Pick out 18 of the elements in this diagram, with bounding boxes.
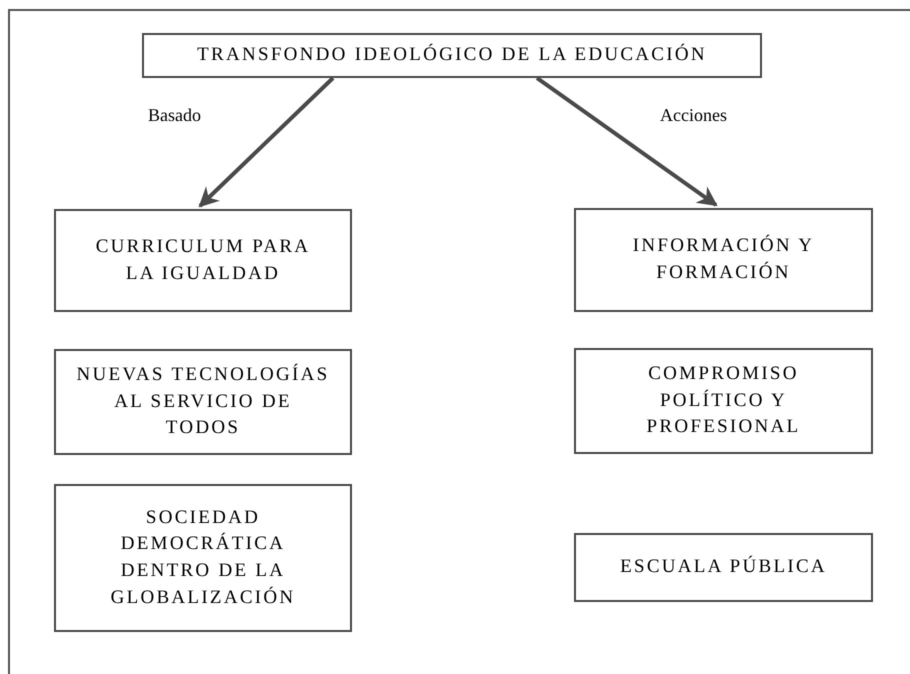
text-box [574,533,873,602]
text-box [574,348,873,454]
text-box [54,209,352,312]
box-text: COMPROMISO POLÍTICO Y PROFESIONAL [646,362,802,440]
edge-label: Acciones [660,106,727,124]
arrow [198,76,334,208]
box-text: NUEVAS TECNOLOGÍAS AL SERVICIO DE TODOS [76,362,330,440]
text-box [54,349,352,455]
box-text: INFORMACIÓN Y FORMACIÓN [632,234,816,285]
text-box [142,33,762,78]
box-text: TRANSFONDO IDEOLÓGICO DE LA EDUCACIÓN [197,42,707,68]
edge-label: Basado [148,106,201,124]
text-box [54,484,352,632]
box-text: SOCIEDAD DEMOCRÁTICA DENTRO DE LA GLOBALIZACIÓN [110,506,296,610]
arrow [536,76,718,207]
box-text: CURRICULUM PARA LA IGUALDAD [94,234,312,286]
box-text: ESCUALA PÚBLICA [620,554,827,580]
text-box [574,208,873,312]
